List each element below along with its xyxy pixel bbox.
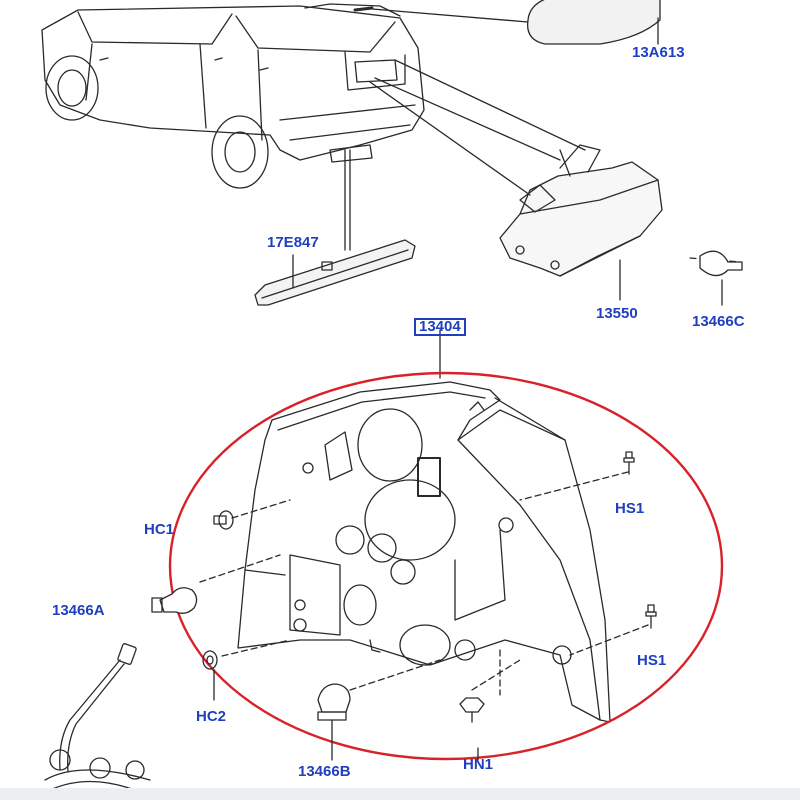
part-label-hs1-lower[interactable]: HS1 [637,652,667,669]
part-label-13550[interactable]: 13550 [596,305,638,322]
rear-reflector [254,149,416,306]
part-label-hc2[interactable]: HC2 [196,708,227,725]
nut-hn1 [459,649,521,761]
clip-hc1 [213,499,291,530]
clip-hc2 [202,639,291,701]
part-label-13404[interactable]: 13404 [414,318,466,336]
scrollbar-track [0,788,800,800]
licence-plate-lamp [369,59,743,306]
part-label-hs1-upper[interactable]: HS1 [615,500,645,517]
part-label-hn1[interactable]: HN1 [463,756,494,773]
part-label-13a613[interactable]: 13A613 [632,44,685,61]
bulb-13466a [151,554,281,614]
highlight-ellipse [168,371,724,761]
part-label-13466b[interactable]: 13466B [298,763,351,780]
wiring-harness [44,643,151,793]
part-label-17e847[interactable]: 17E847 [267,234,319,251]
rear-lamp-assembly [237,329,611,723]
part-label-13466a[interactable]: 13466A [52,602,105,619]
part-label-hc1[interactable]: HC1 [144,521,175,538]
bulb-13466b [317,659,441,761]
screw-lower [569,604,657,656]
vehicle-illustration [41,3,425,189]
part-label-13466c[interactable]: 13466C [692,313,745,330]
high-mount-stop-lamp [353,0,661,45]
screw-upper [519,451,635,501]
